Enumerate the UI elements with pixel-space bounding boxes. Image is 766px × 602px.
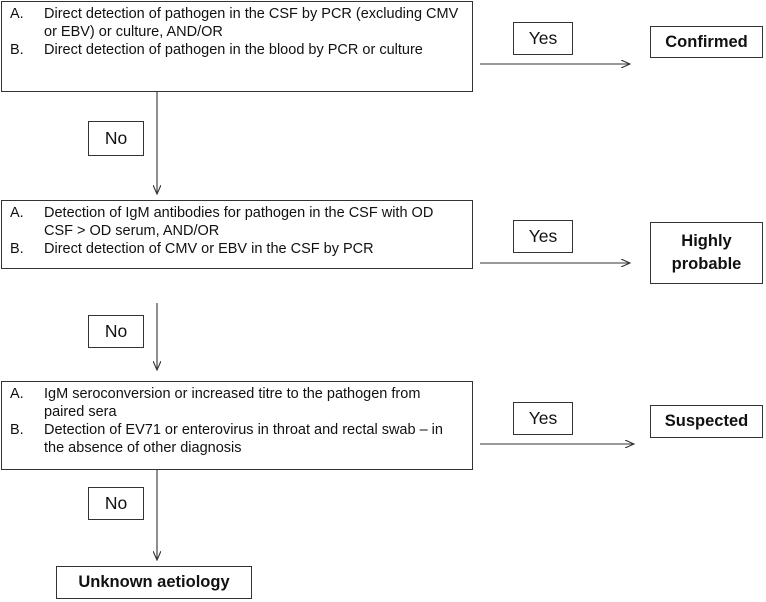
result-highly-probable: Highly probable: [650, 222, 763, 284]
no-label-2: No: [88, 315, 144, 348]
item-letter: A.: [10, 205, 24, 221]
item-text: Direct detection of pathogen in the CSF …: [44, 6, 459, 40]
item-letter: A.: [10, 386, 24, 402]
item-letter: B.: [10, 422, 24, 438]
item-text: Direct detection of CMV or EBV in the CS…: [44, 241, 374, 257]
item-text: Detection of IgM antibodies for pathogen…: [44, 205, 434, 239]
item-text: Direct detection of pathogen in the bloo…: [44, 42, 423, 58]
result-suspected: Suspected: [650, 405, 763, 438]
no-label-3: No: [88, 487, 144, 520]
yes-label-3: Yes: [513, 402, 573, 435]
yes-label-1: Yes: [513, 22, 573, 55]
item-letter: B.: [10, 42, 24, 58]
criteria-box-1: A. Direct detection of pathogen in the C…: [1, 1, 473, 92]
result-unknown-aetiology: Unknown aetiology: [56, 566, 252, 599]
no-label-1: No: [88, 121, 144, 156]
item-text: Detection of EV71 or enterovirus in thro…: [44, 422, 443, 456]
result-confirmed: Confirmed: [650, 26, 763, 58]
item-text: IgM seroconversion or increased titre to…: [44, 386, 421, 420]
item-letter: B.: [10, 241, 24, 257]
criteria-item: B. Direct detection of CMV or EBV in the…: [10, 240, 464, 258]
criteria-item: A. Direct detection of pathogen in the C…: [10, 5, 464, 41]
criteria-item: A. IgM seroconversion or increased titre…: [10, 385, 464, 421]
criteria-item: A. Detection of IgM antibodies for patho…: [10, 204, 464, 240]
criteria-box-2: A. Detection of IgM antibodies for patho…: [1, 200, 473, 269]
yes-label-2: Yes: [513, 220, 573, 253]
criteria-item: B. Direct detection of pathogen in the b…: [10, 41, 464, 59]
criteria-box-3: A. IgM seroconversion or increased titre…: [1, 381, 473, 470]
item-letter: A.: [10, 6, 24, 22]
criteria-item: B. Detection of EV71 or enterovirus in t…: [10, 421, 464, 457]
